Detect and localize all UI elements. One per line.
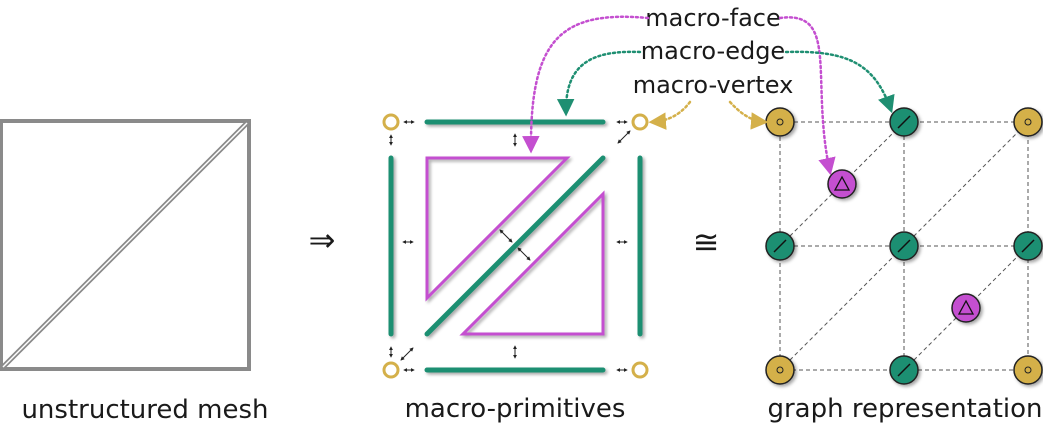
macro-vertex-top-left (382, 113, 400, 131)
callout-macro-face: macro-face (645, 4, 781, 32)
congruent-symbol: ≅ (693, 223, 720, 261)
unstructured-mesh (0, 119, 251, 371)
graph-vertex-bottom-left (765, 355, 795, 385)
link-diag-lower (517, 247, 531, 261)
macro-primitives (382, 113, 649, 379)
arrow-edge-to-primitive (556, 50, 642, 117)
callout-macro-edge: macro-edge (641, 37, 785, 65)
arrow-face-to-graph (778, 16, 836, 176)
link-top-right-diag (617, 130, 631, 144)
caption-graph-representation: graph representation (767, 394, 1042, 423)
implies-symbol: ⇒ (309, 221, 336, 259)
graph-face-upper (827, 169, 857, 199)
graph-face-lower (951, 293, 981, 323)
macro-edge-diagonal (424, 155, 606, 337)
caption-unstructured-mesh: unstructured mesh (21, 395, 268, 423)
graph-vertex-bottom-right (1013, 355, 1043, 385)
graph-vertex-top-right (1013, 107, 1043, 137)
macro-vertex-bottom-right (631, 361, 649, 379)
macro-face-lower (459, 190, 605, 336)
arrow-vertex-to-primitive (648, 100, 692, 130)
macro-vertex-bottom-left (382, 361, 400, 379)
callout-macro-vertex: macro-vertex (633, 71, 794, 99)
arrow-edge-to-graph (784, 50, 895, 114)
link-diag-upper (499, 229, 513, 243)
link-bottom-left-diag (400, 347, 414, 361)
graph-representation (765, 107, 1043, 385)
macro-vertex-top-right (631, 113, 649, 131)
arrow-face-to-primitive (522, 15, 650, 154)
graph-vertex-top-left (765, 107, 795, 137)
caption-macro-primitives: macro-primitives (405, 394, 626, 423)
arrow-vertex-to-graph (728, 100, 769, 130)
macro-face-upper (425, 156, 571, 302)
